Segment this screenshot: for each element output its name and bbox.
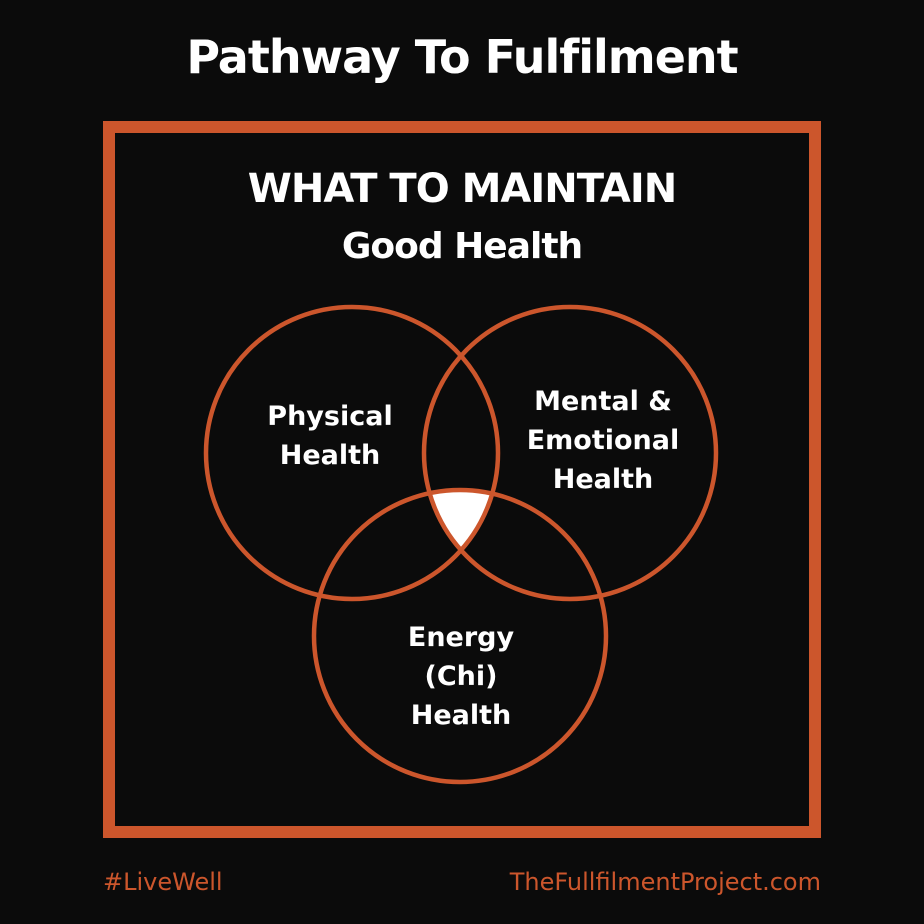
label-physical-health: Physical Health [220, 397, 440, 475]
circle-mental [421, 304, 719, 602]
circle-physical [203, 304, 501, 602]
label-mental-health: Mental & Emotional Health [493, 382, 713, 499]
label-line: Health [279, 440, 381, 471]
label-line: Health [410, 700, 512, 731]
circle-energy [311, 487, 609, 785]
website-link[interactable]: TheFullfilmentProject.com [509, 868, 821, 896]
hashtag: #LiveWell [103, 868, 223, 896]
label-line: Energy [407, 622, 515, 653]
frame-box [103, 121, 821, 838]
label-line: (Chi) [424, 661, 498, 692]
label-energy-health: Energy (Chi) Health [351, 618, 571, 735]
section-heading: WHAT TO MAINTAIN [247, 166, 678, 212]
label-line: Emotional [526, 425, 680, 456]
label-line: Physical [267, 401, 393, 432]
label-line: Mental & [534, 386, 672, 417]
page-title: Pathway To Fulfilment [186, 30, 738, 84]
section-subheading: Good Health [341, 226, 583, 267]
label-line: Health [552, 464, 654, 495]
